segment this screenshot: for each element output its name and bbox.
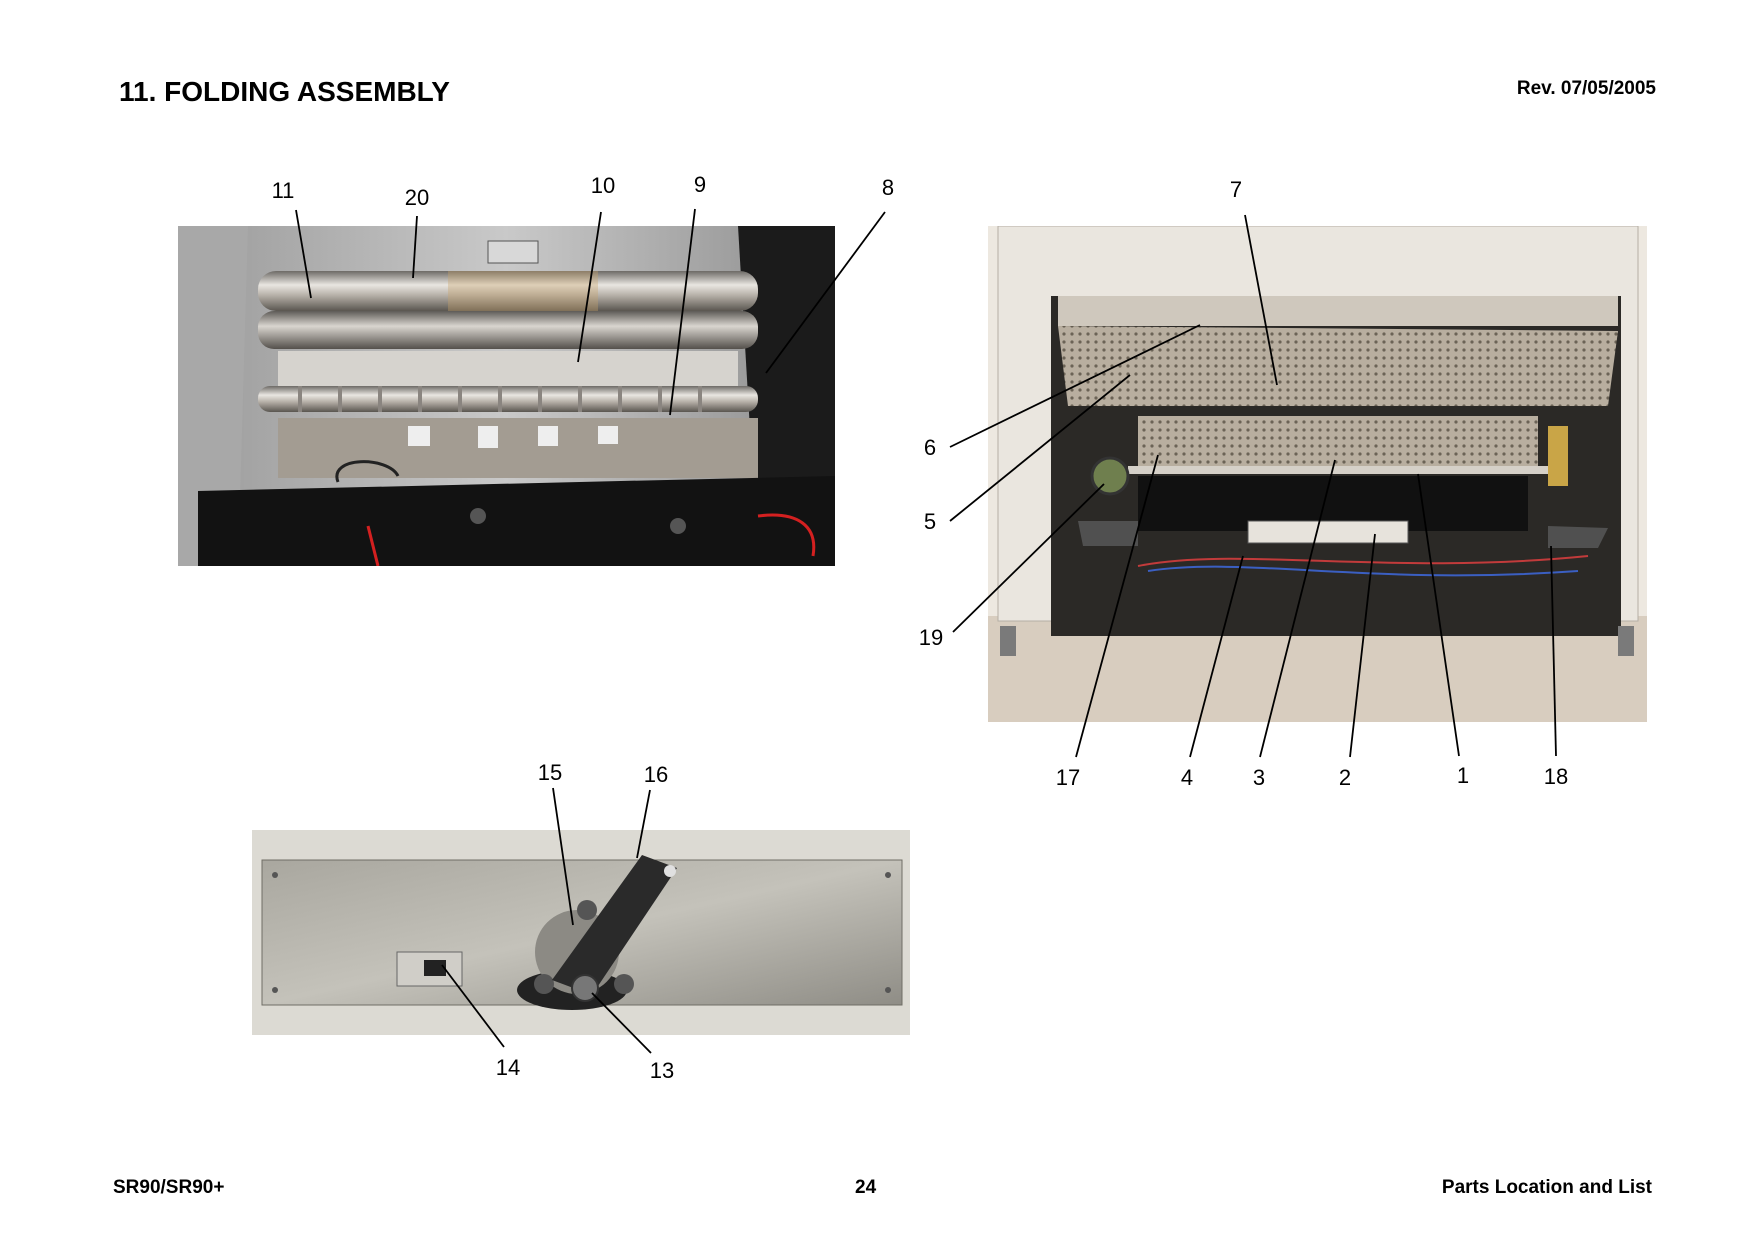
callout-18: 18 (1543, 764, 1569, 789)
footer-page-number: 24 (855, 1177, 877, 1198)
revision-date: Rev. 07/05/2005 (1516, 78, 1656, 99)
photo-fold-plate-cam (252, 830, 910, 1035)
photo-fold-unit-front (988, 226, 1647, 722)
callout-19: 19 (918, 625, 944, 650)
callout-9: 9 (693, 172, 707, 197)
callout-15: 15 (537, 760, 563, 785)
footer-section: Parts Location and List (1441, 1177, 1652, 1198)
callout-7: 7 (1229, 177, 1243, 202)
footer-model: SR90/SR90+ (113, 1177, 225, 1198)
photo-folding-rollers (178, 226, 835, 566)
callout-17: 17 (1055, 765, 1081, 790)
callout-3: 3 (1252, 765, 1266, 790)
callout-10: 10 (590, 173, 616, 198)
callout-1: 1 (1456, 763, 1470, 788)
callout-8: 8 (881, 175, 895, 200)
callout-6: 6 (923, 435, 937, 460)
callout-5: 5 (923, 509, 937, 534)
page-title: 11. FOLDING ASSEMBLY (119, 76, 450, 107)
callout-13: 13 (649, 1058, 675, 1083)
callout-2: 2 (1338, 765, 1352, 790)
callout-20: 20 (404, 185, 430, 210)
callout-4: 4 (1180, 765, 1194, 790)
callout-16: 16 (643, 762, 669, 787)
callout-14: 14 (495, 1055, 521, 1080)
callout-11: 11 (271, 178, 295, 203)
